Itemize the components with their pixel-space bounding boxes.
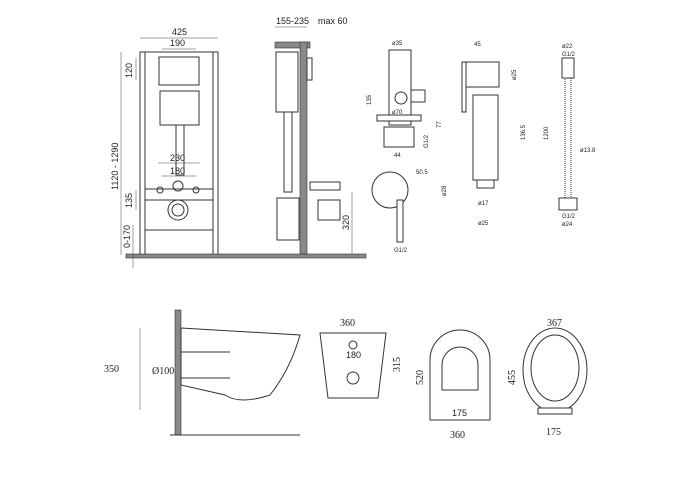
dim-valve-flange: ø70 bbox=[392, 110, 403, 116]
dim-valve-holder: ø28 bbox=[442, 185, 448, 196]
dim-width: 425 bbox=[172, 27, 187, 37]
dim-valve-top: ø35 bbox=[392, 41, 403, 47]
bowl-back-view: 360 180 315 bbox=[319, 318, 403, 399]
dim-plate-width: 190 bbox=[170, 38, 185, 48]
dim-valve-thread: G1/2 bbox=[424, 134, 430, 148]
dim-top-width: 360 bbox=[450, 430, 465, 441]
dim-seat-holes: 175 bbox=[546, 427, 561, 438]
dim-sprayer-base: ø25 bbox=[478, 221, 489, 227]
dim-bowl-height: 350 bbox=[104, 364, 119, 375]
dim-valve-base: 44 bbox=[394, 153, 401, 159]
dim-back-bolts: 180 bbox=[346, 350, 361, 360]
frame-front-view: 425 190 120 1120 - 1290 230 180 135 0-17… bbox=[110, 27, 367, 268]
dim-hose-thread-top: G1/2 bbox=[562, 52, 576, 58]
dim-pipe: Ø100 bbox=[152, 366, 174, 377]
dim-valve-offset: 50.5 bbox=[416, 170, 428, 176]
dim-sprayer-nozzle: ø17 bbox=[478, 201, 489, 207]
valve-drawing: ø35 135 ø70 77 G1/2 44 50.5 ø28 G1/2 bbox=[367, 41, 448, 254]
dim-top-length: 520 bbox=[415, 370, 426, 385]
hose-drawing: ø22 G1/2 1200 ø13.8 G1/2 ø24 bbox=[544, 44, 596, 228]
bowl-top-view: 520 175 360 bbox=[415, 329, 491, 441]
dim-wall: max 60 bbox=[318, 16, 348, 26]
dim-valve-mid: 77 bbox=[437, 121, 443, 128]
dim-top-holes: 175 bbox=[452, 408, 467, 418]
dim-seat-width: 367 bbox=[547, 318, 562, 329]
dim-sprayer-head: ø25 bbox=[512, 69, 518, 80]
flush-plate bbox=[158, 56, 200, 86]
dim-hose-diameter: ø13.8 bbox=[580, 148, 596, 154]
dim-bolts-inner: 180 bbox=[170, 166, 185, 176]
bowl-side-view: 350 Ø100 bbox=[104, 309, 301, 436]
dim-seat-length: 455 bbox=[507, 370, 518, 385]
dim-floor-offset: 0-170 bbox=[122, 225, 132, 248]
dim-hose-thread-bottom: G1/2 bbox=[562, 214, 576, 220]
dim-valve-thread-bottom: G1/2 bbox=[394, 248, 408, 254]
dim-back-height: 315 bbox=[392, 357, 403, 372]
dim-drain-height: 135 bbox=[124, 193, 134, 208]
dim-outlet-height: 320 bbox=[341, 215, 351, 230]
dim-sprayer-length: 136.5 bbox=[521, 124, 527, 140]
dim-plate-height: 120 bbox=[124, 63, 134, 78]
frame-side-view: 155-235 max 60 320 bbox=[274, 16, 353, 255]
dim-back-width: 360 bbox=[340, 318, 355, 329]
dim-bolts-outer: 230 bbox=[170, 153, 185, 163]
dim-total-height: 1120 - 1290 bbox=[110, 143, 120, 190]
dim-depth: 155-235 bbox=[276, 16, 309, 26]
dim-valve-height: 135 bbox=[367, 94, 373, 105]
dim-hose-bottom: ø24 bbox=[562, 222, 573, 228]
dim-sprayer-width: 45 bbox=[474, 42, 481, 48]
dim-hose-top: ø22 bbox=[562, 44, 573, 50]
dim-hose-length: 1200 bbox=[544, 126, 550, 140]
sprayer-drawing: 45 ø25 136.5 ø17 ø25 bbox=[461, 42, 527, 227]
seat-view: 367 455 175 bbox=[507, 318, 588, 438]
